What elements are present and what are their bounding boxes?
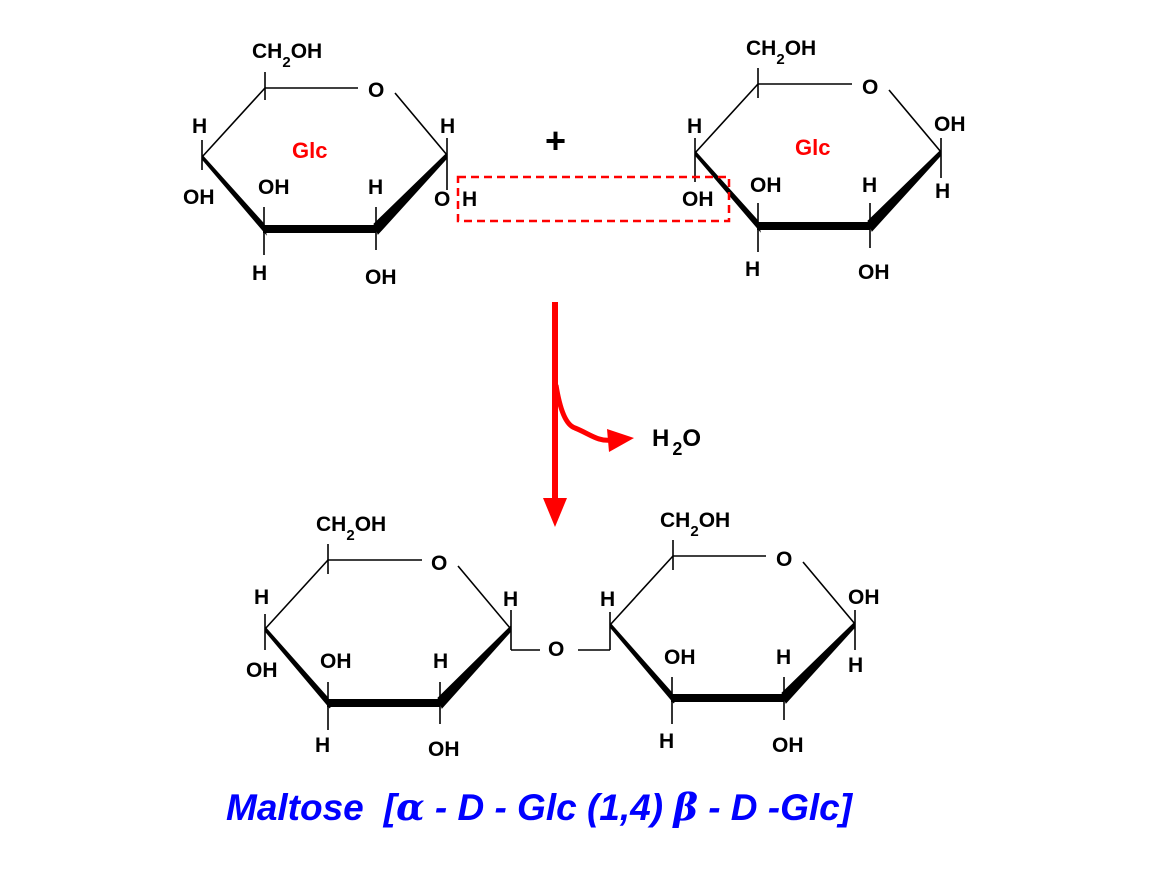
ch2oh-label: CH2OH <box>660 509 730 540</box>
ch2oh-label: CH2OH <box>316 513 386 544</box>
ring-bond <box>264 559 329 630</box>
oh-label: OH <box>772 734 804 757</box>
h-label: H <box>935 180 950 203</box>
h-label: H <box>600 588 615 611</box>
caption-maltose: Maltose[α - D - Glc (1,4) β - D -Glc] <box>226 785 854 829</box>
ch2oh-label: CH2OH <box>746 37 816 68</box>
water-elimination-highlight <box>456 175 731 223</box>
glc-label: Glc <box>795 135 830 160</box>
reaction-arrow <box>543 302 634 527</box>
ring-bond <box>694 83 759 154</box>
oh-label: OH <box>750 174 782 197</box>
oh-label: OH <box>365 266 397 289</box>
glucose-molecule-right: CH2OH O H OH OH H H OH OH H Glc <box>682 37 966 284</box>
ring-bond <box>457 565 511 629</box>
oh-label: OH <box>934 113 966 136</box>
glucose-molecule-left: CH2OH O H OH OH H H OH H O H Glc <box>183 40 477 289</box>
oh-label: OH <box>428 738 460 761</box>
wedge-bond <box>867 148 942 232</box>
wedge-bond <box>609 621 675 704</box>
ch2oh-label: CH2OH <box>252 40 322 71</box>
h-label: H <box>776 646 791 669</box>
h-label: H <box>462 188 477 211</box>
side-arrow-head <box>607 429 634 452</box>
glc-label: Glc <box>292 138 327 163</box>
h-label: H <box>440 115 455 138</box>
o-label: O <box>434 188 450 211</box>
h-label: H <box>433 650 448 673</box>
ring-oxygen-label: O <box>862 76 878 99</box>
caption-name: Maltose <box>226 787 364 828</box>
maltose-glucose-unit-right: CH2OH O H OH H H OH OH H <box>578 509 880 757</box>
h-label: H <box>687 115 702 138</box>
ring-bond <box>394 92 448 156</box>
oh-label: OH <box>246 659 278 682</box>
h-label: H <box>315 734 330 757</box>
ring-bond <box>888 89 942 153</box>
wedge-bond <box>781 620 856 704</box>
ring-oxygen-label: O <box>368 79 384 102</box>
h-label: H <box>254 586 269 609</box>
ring-oxygen-label: O <box>776 548 792 571</box>
h-label: H <box>745 258 760 281</box>
h-label: H <box>252 262 267 285</box>
h-label: H <box>503 588 518 611</box>
h-label: H <box>848 654 863 677</box>
plus-sign: + <box>545 120 566 161</box>
ring-bond <box>609 555 674 626</box>
ring-bond <box>201 87 266 158</box>
side-arrow-curve <box>553 384 613 443</box>
h-label: H <box>659 730 674 753</box>
oh-label: OH <box>664 646 696 669</box>
oh-label: OH <box>682 188 714 211</box>
ring-oxygen-label: O <box>431 552 447 575</box>
glycosidic-oxygen-label: O <box>548 638 564 661</box>
oh-label: OH <box>183 186 215 209</box>
h-label: H <box>192 115 207 138</box>
wedge-bond <box>437 624 512 709</box>
oh-label: OH <box>848 586 880 609</box>
main-arrow-head <box>543 498 567 527</box>
oh-label: OH <box>258 176 290 199</box>
oh-label: OH <box>320 650 352 673</box>
h-label: H <box>862 174 877 197</box>
ring-bond <box>802 561 856 625</box>
oh-label: OH <box>858 261 890 284</box>
maltose-glucose-unit-left: CH2OH O H OH OH H H OH H <box>246 513 540 761</box>
h-label: H <box>368 176 383 199</box>
